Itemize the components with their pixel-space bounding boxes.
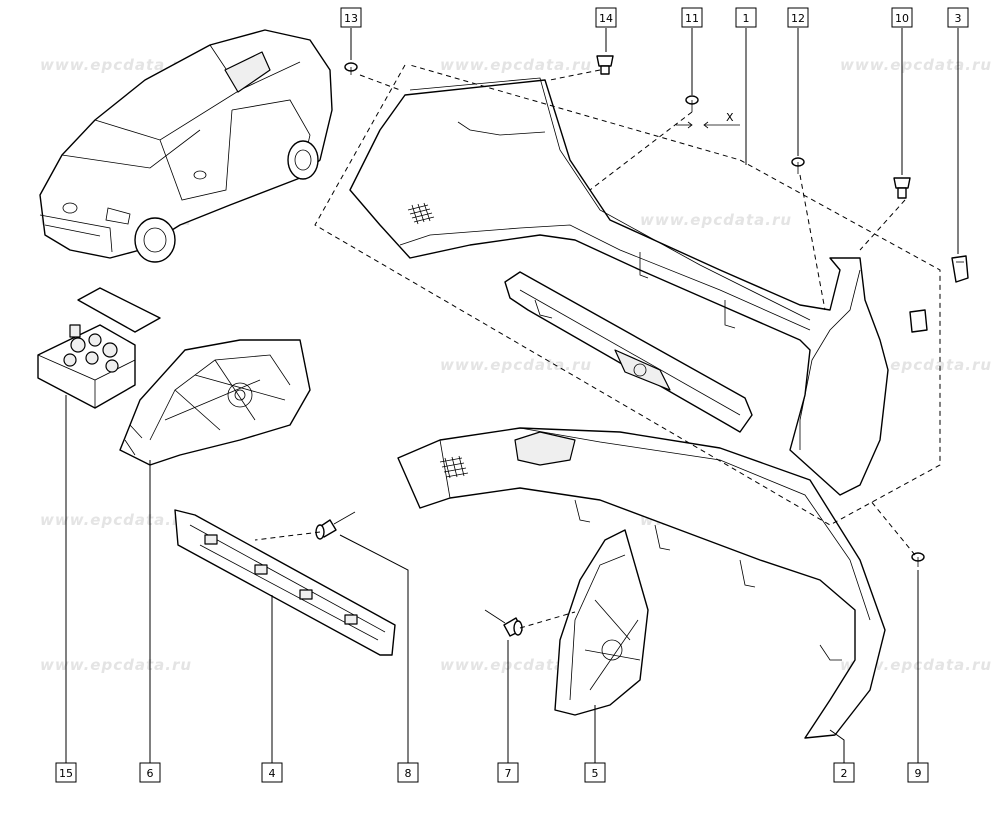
rivet-7 bbox=[484, 609, 523, 637]
callout-5: 5 bbox=[584, 762, 606, 783]
callout-15: 15 bbox=[55, 762, 77, 783]
x-label: X bbox=[726, 111, 734, 124]
callout-label: 9 bbox=[915, 767, 922, 780]
callout-10: 10 bbox=[891, 7, 913, 28]
callout-14: 14 bbox=[595, 7, 617, 28]
callout-4: 4 bbox=[261, 762, 283, 783]
left-bumper-bracket bbox=[119, 339, 311, 466]
fastener-9 bbox=[911, 552, 925, 567]
lower-mounting-beam bbox=[174, 509, 396, 656]
watermark: www.epcdata.ru bbox=[640, 211, 792, 229]
callout-label: 4 bbox=[269, 767, 276, 780]
callout-8: 8 bbox=[397, 762, 419, 783]
clip-3 bbox=[951, 255, 969, 283]
callout-label: 6 bbox=[147, 767, 154, 780]
upper-inner-beam bbox=[504, 271, 753, 433]
callout-label: 14 bbox=[599, 12, 613, 25]
callout-9: 9 bbox=[907, 762, 929, 783]
callout-label: 7 bbox=[505, 767, 512, 780]
callout-6: 6 bbox=[139, 762, 161, 783]
assembly-lines bbox=[254, 64, 941, 629]
watermark: www.epcdata.ru bbox=[40, 656, 192, 674]
fastener-11 bbox=[685, 95, 699, 112]
callout-label: 1 bbox=[743, 12, 750, 25]
watermark: www.epcdata.ru bbox=[840, 56, 992, 74]
callout-11: 11 bbox=[681, 7, 703, 28]
callout-12: 12 bbox=[787, 7, 809, 28]
watermark: www.epcdata.ru bbox=[440, 656, 592, 674]
leader-lines bbox=[65, 28, 959, 763]
callout-3: 3 bbox=[947, 7, 969, 28]
watermark: www.epcdata.ru bbox=[440, 356, 592, 374]
fastener-13 bbox=[344, 62, 358, 75]
callout-label: 15 bbox=[59, 767, 73, 780]
callout-label: 3 bbox=[955, 12, 962, 25]
rear-bumper-cover bbox=[349, 77, 889, 496]
callout-label: 5 bbox=[592, 767, 599, 780]
callout-label: 13 bbox=[344, 12, 358, 25]
watermark: www.epcdata.ru bbox=[40, 511, 192, 529]
grille-pattern bbox=[439, 455, 469, 479]
callout-label: 10 bbox=[895, 12, 909, 25]
callout-2: 2 bbox=[833, 762, 855, 783]
car-illustration bbox=[39, 29, 333, 263]
x-dimension-marker: X bbox=[676, 111, 740, 129]
watermark: www.epcdata.ru bbox=[40, 56, 192, 74]
callout-13: 13 bbox=[340, 7, 362, 28]
fastener-12 bbox=[791, 157, 805, 174]
fastener-14 bbox=[596, 55, 614, 75]
callout-label: 8 bbox=[405, 767, 412, 780]
callout-label: 12 bbox=[791, 12, 805, 25]
callout-7: 7 bbox=[497, 762, 519, 783]
callout-label: 2 bbox=[841, 767, 848, 780]
lower-bumper-diffuser bbox=[397, 427, 886, 739]
hardware-kit-box bbox=[37, 287, 161, 409]
right-bumper-bracket bbox=[554, 529, 649, 716]
rivet-8 bbox=[315, 511, 356, 540]
watermark: www.epcdata.ru bbox=[440, 56, 592, 74]
fastener-10 bbox=[893, 177, 911, 199]
callout-label: 11 bbox=[685, 12, 699, 25]
grille-pattern bbox=[407, 202, 435, 225]
callout-1: 1 bbox=[735, 7, 757, 28]
clip-side bbox=[909, 309, 928, 333]
